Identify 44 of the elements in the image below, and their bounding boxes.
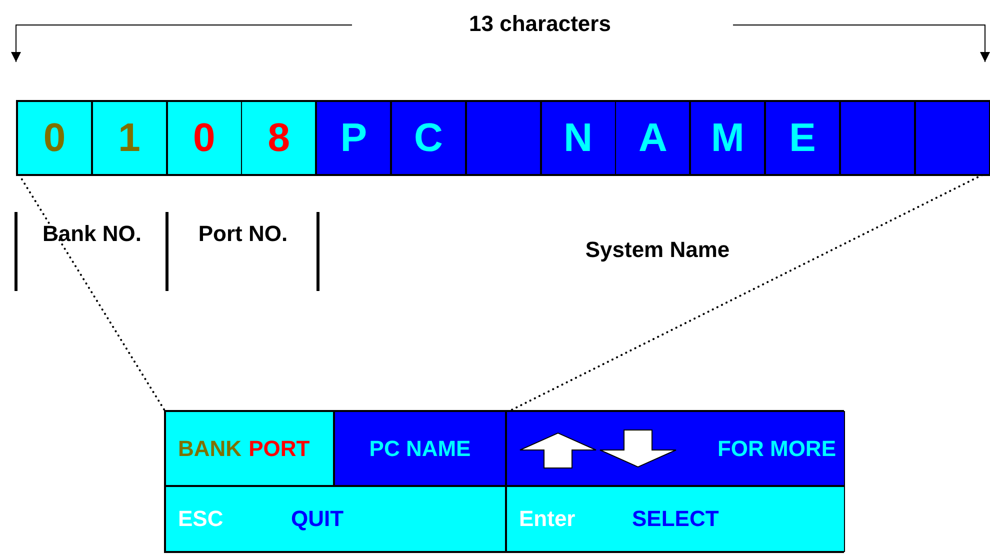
character-cell [540, 101, 616, 175]
character-text: 1 [118, 116, 140, 160]
character-text: 0 [43, 116, 66, 160]
character-cell [690, 101, 766, 175]
field-label: Bank NO. [41, 220, 143, 248]
character-strip [16, 100, 990, 176]
menu-text: FOR MORE [717, 436, 836, 462]
menu-text: Enter [519, 506, 576, 532]
character-text: 0 [192, 116, 216, 160]
menu-text: PORT [248, 436, 310, 462]
dotted-leader-line [508, 174, 984, 412]
character-text: A [638, 116, 668, 160]
menu-text: ESC [178, 506, 224, 532]
menu-cell [506, 411, 845, 486]
character-cell [316, 101, 392, 175]
character-text: E [789, 116, 816, 160]
osd-menu-panel [164, 410, 844, 553]
field-label: Port NO. [197, 220, 289, 248]
character-cell [615, 101, 690, 175]
character-cell [17, 101, 92, 175]
character-text: P [340, 116, 368, 160]
character-cell [840, 101, 915, 175]
character-text: M [711, 116, 744, 160]
character-cell [466, 101, 541, 175]
menu-text: BANK [178, 436, 242, 462]
menu-cell [506, 486, 845, 552]
character-text: N [564, 116, 593, 160]
menu-text: SELECT [632, 506, 719, 532]
character-text: C [414, 116, 443, 160]
character-cell [166, 101, 242, 175]
menu-cell [165, 411, 334, 486]
dotted-leader-line [18, 174, 166, 412]
character-cell [914, 101, 990, 175]
menu-cell [334, 411, 506, 486]
menu-cell [165, 486, 506, 552]
character-cell [765, 101, 840, 175]
character-cell [241, 101, 316, 175]
menu-text: QUIT [291, 506, 344, 532]
dimension-label: 13 characters [468, 10, 612, 38]
character-cell [92, 101, 167, 175]
field-label: System Name [584, 236, 731, 264]
menu-text: PC NAME [369, 436, 471, 462]
character-text: 8 [268, 116, 290, 160]
character-cell [391, 101, 466, 175]
